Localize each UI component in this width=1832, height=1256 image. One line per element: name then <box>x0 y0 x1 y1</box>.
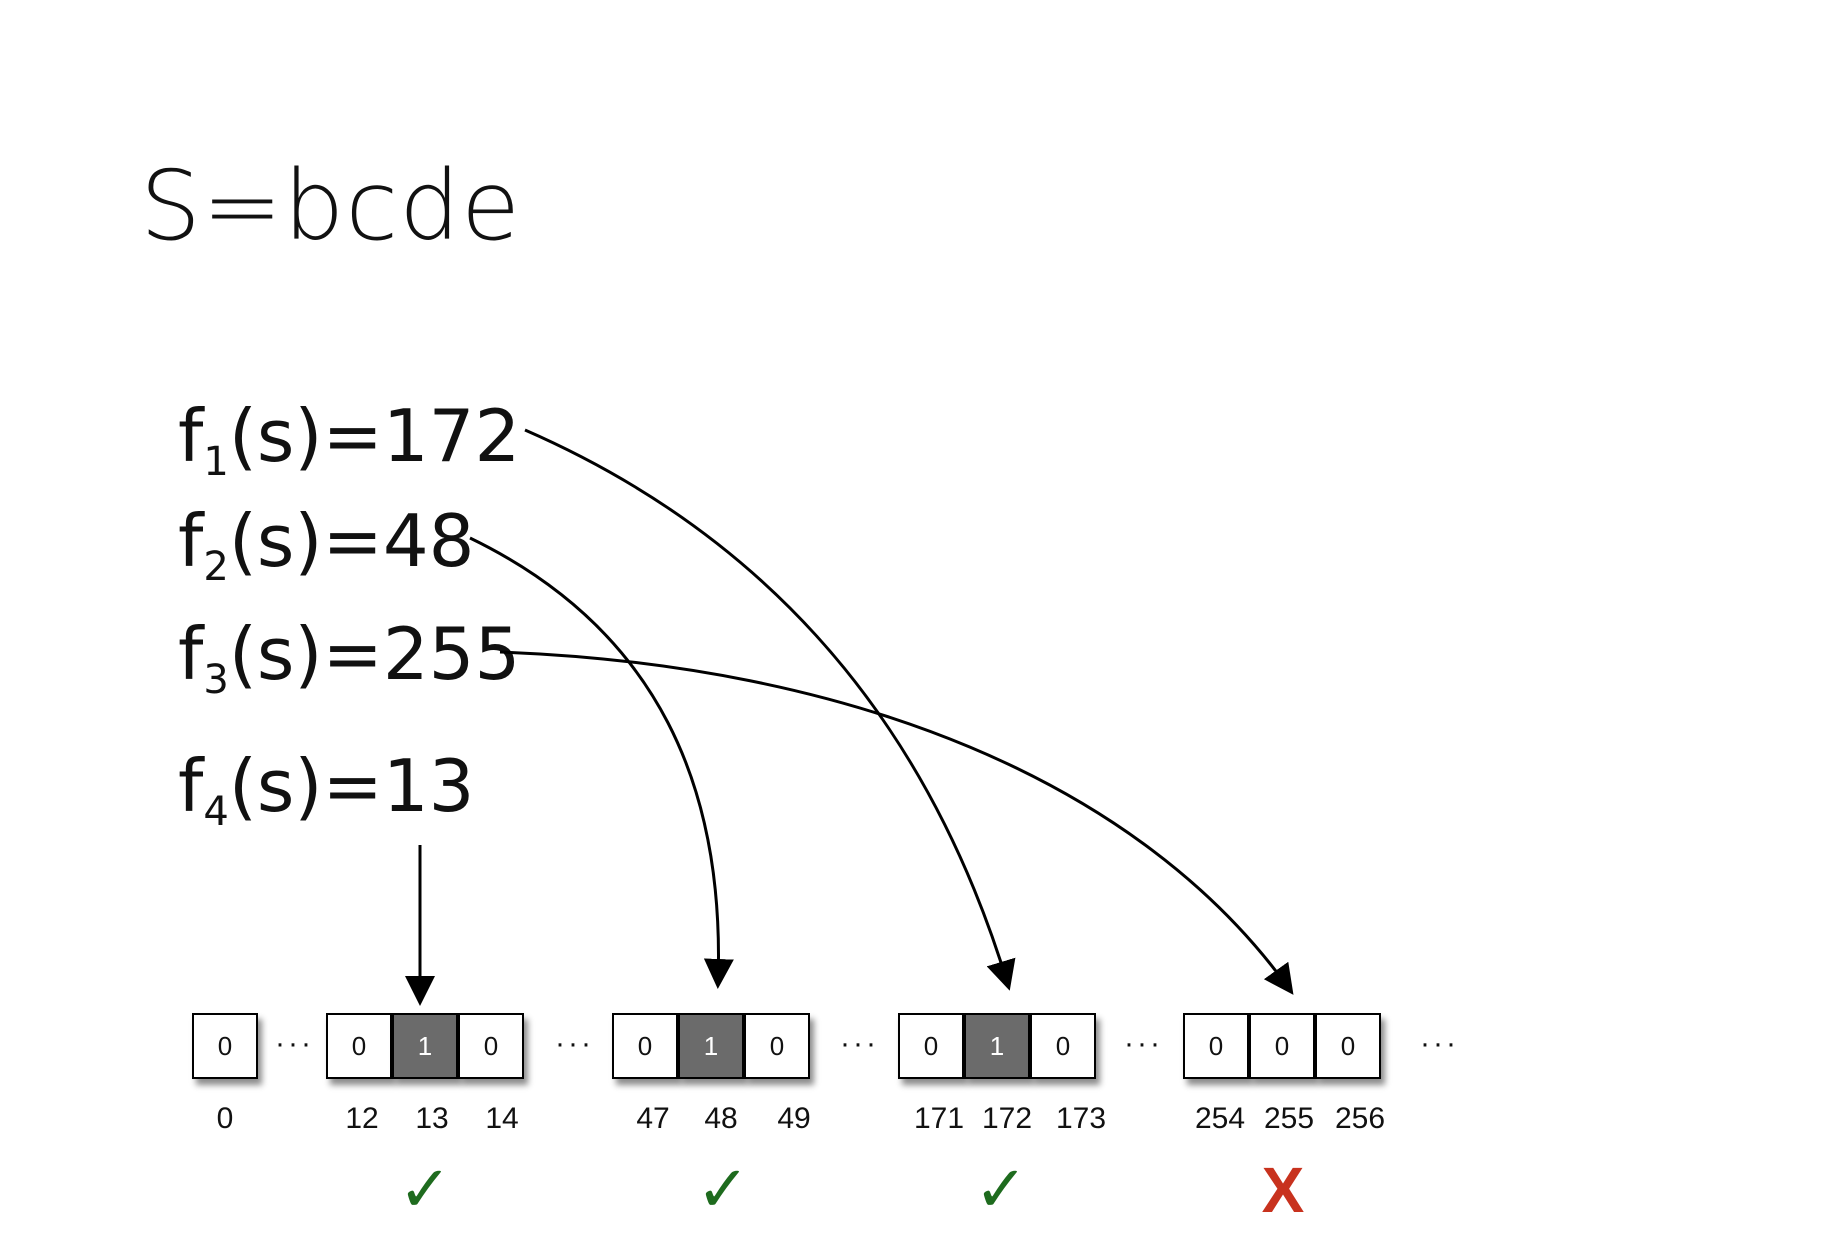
bit-index: 173 <box>1055 1102 1107 1135</box>
check-mark-icon: ✓ <box>398 1153 452 1227</box>
ellipsis: ··· <box>555 1027 594 1060</box>
bit-index: 172 <box>981 1102 1033 1135</box>
set-title: S=bcde <box>140 150 522 262</box>
hash-function-2: f2(s)=48 <box>178 499 475 590</box>
ellipsis: ··· <box>1420 1027 1459 1060</box>
bit-cell: 0 <box>612 1013 678 1079</box>
bit-cell: 0 <box>192 1013 258 1079</box>
bit-cell-set: 1 <box>678 1013 744 1079</box>
check-mark-icon: ✓ <box>974 1153 1028 1227</box>
bit-index: 255 <box>1263 1102 1315 1135</box>
bit-index: 14 <box>485 1102 519 1135</box>
bit-cell: 0 <box>744 1013 810 1079</box>
bit-index: 0 <box>216 1102 234 1135</box>
bit-index: 254 <box>1194 1102 1246 1135</box>
bit-index: 12 <box>345 1102 379 1135</box>
bit-cell: 0 <box>326 1013 392 1079</box>
bit-cell: 0 <box>1183 1013 1249 1079</box>
bit-index: 13 <box>415 1102 449 1135</box>
ellipsis: ··· <box>840 1027 879 1060</box>
ellipsis: ··· <box>1124 1027 1163 1060</box>
bit-index: 48 <box>704 1102 738 1135</box>
cross-mark-icon: X <box>1261 1154 1305 1226</box>
check-mark-icon: ✓ <box>696 1153 750 1227</box>
bit-index: 256 <box>1334 1102 1386 1135</box>
bit-index: 47 <box>636 1102 670 1135</box>
bit-cell: 0 <box>1249 1013 1315 1079</box>
hash-function-3: f3(s)=255 <box>178 612 521 703</box>
bit-cell-set: 1 <box>964 1013 1030 1079</box>
bit-cell: 0 <box>1030 1013 1096 1079</box>
arrow-f1-to-172 <box>524 428 1016 991</box>
bit-index: 49 <box>777 1102 811 1135</box>
arrow-f2-to-48 <box>469 536 734 989</box>
ellipsis: ··· <box>275 1027 314 1060</box>
bit-cell: 0 <box>1315 1013 1381 1079</box>
bit-cell-set: 1 <box>392 1013 458 1079</box>
bit-index: 171 <box>913 1102 965 1135</box>
arrow-f3-to-255 <box>499 650 1294 995</box>
hash-function-1: f1(s)=172 <box>178 394 521 485</box>
bit-cell: 0 <box>898 1013 964 1079</box>
bit-cell: 0 <box>458 1013 524 1079</box>
hash-function-4: f4(s)=13 <box>178 744 475 835</box>
